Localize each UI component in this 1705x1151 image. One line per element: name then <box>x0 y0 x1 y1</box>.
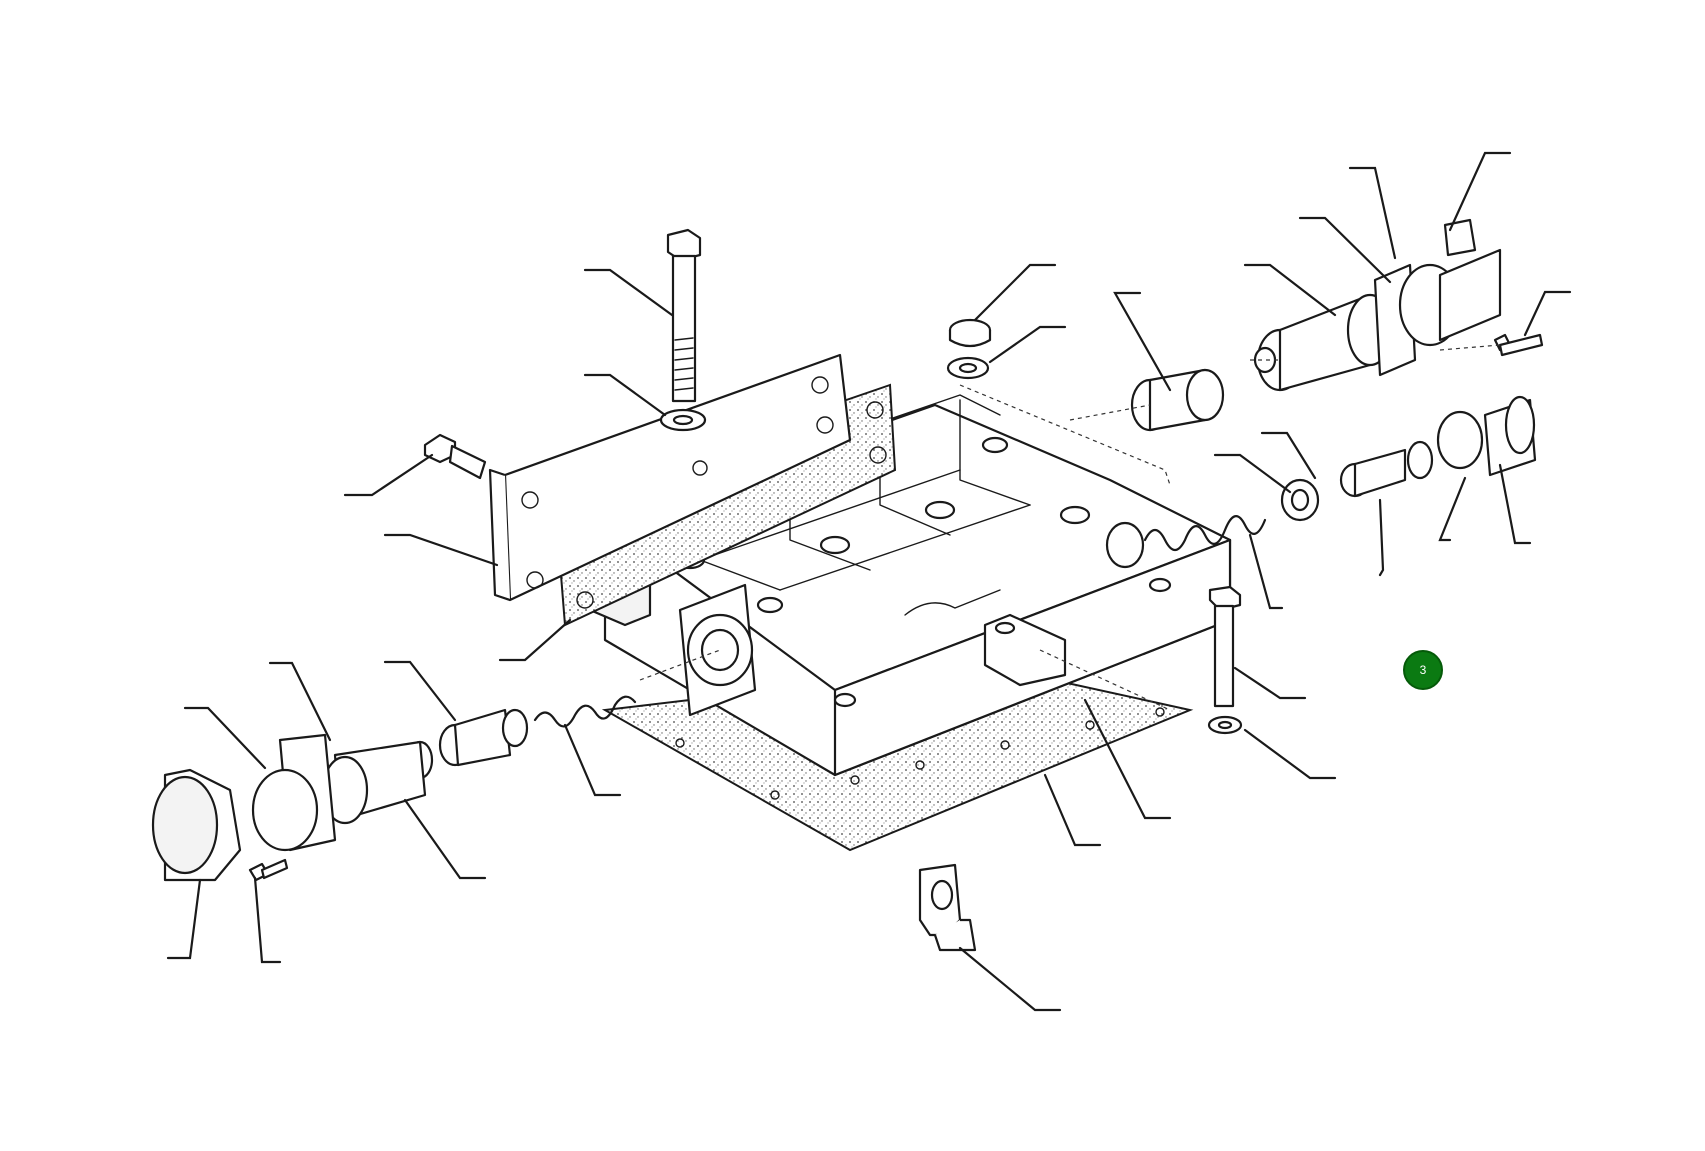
left-solenoid <box>151 733 434 882</box>
short-bolt-left <box>423 433 487 480</box>
long-bolt <box>659 228 707 432</box>
upper-solenoid <box>1253 218 1502 392</box>
plug-washer <box>946 318 992 380</box>
left-spool <box>438 708 529 767</box>
upper-spool <box>1130 368 1225 432</box>
small-screw-right <box>1493 333 1544 357</box>
bottom-bracket <box>918 863 977 952</box>
left-spring <box>533 695 637 728</box>
end-plate <box>488 353 852 602</box>
right-end-cap <box>1436 395 1537 477</box>
right-bolt <box>1207 585 1243 735</box>
small-screw-left <box>248 858 289 882</box>
callout-leaders <box>166 151 1572 1012</box>
spring-cup <box>1280 478 1320 522</box>
right-spool <box>1339 440 1434 498</box>
valve-housing <box>588 394 1232 777</box>
hotspot-marker[interactable]: 3 <box>1403 650 1443 690</box>
hotspot-label: 3 <box>1419 663 1427 677</box>
right-spring <box>1143 515 1267 552</box>
